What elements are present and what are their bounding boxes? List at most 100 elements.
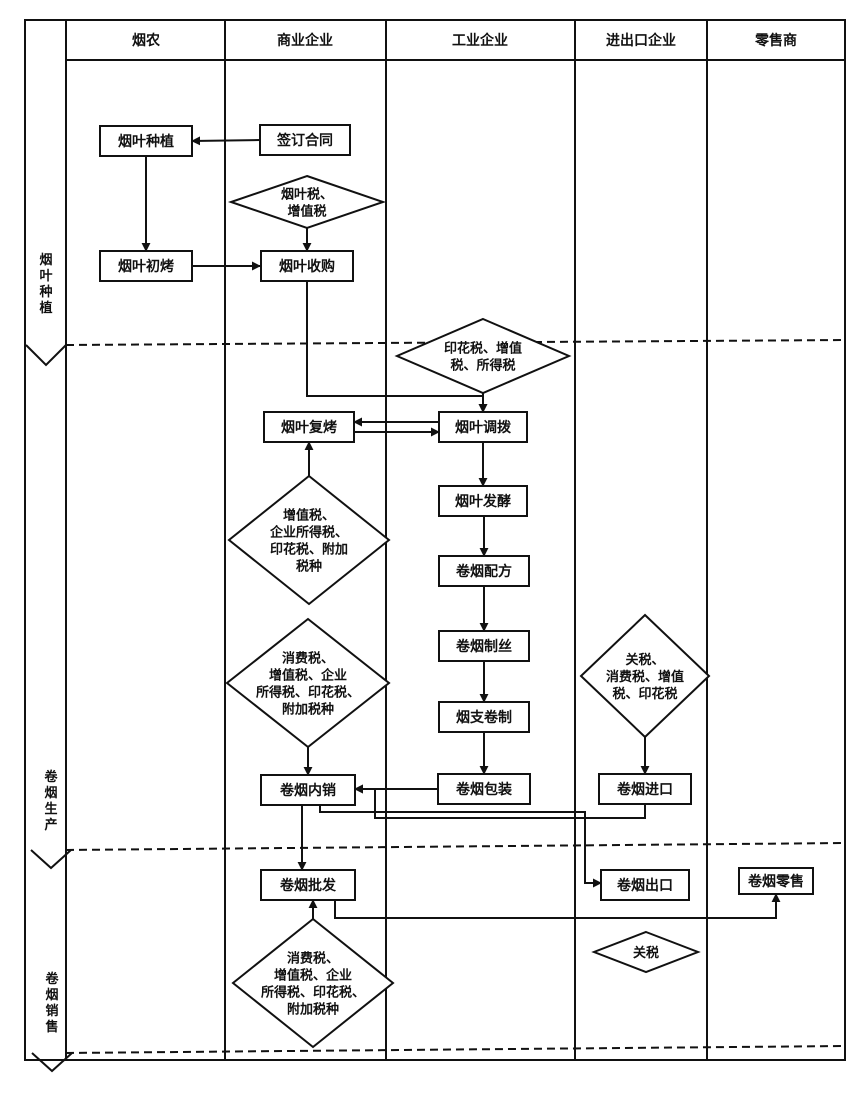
process-box-shape [438,555,530,587]
outer-frame [24,19,846,1061]
phase-chevrons [25,344,73,1073]
phase-label-char: 卷 [44,769,58,785]
edges [141,136,781,919]
decision-label-line: 企业所得税、 [269,525,348,541]
process-box-label: 卷烟制丝 [455,638,512,655]
lane-header-retail: 零售商 [754,32,797,49]
decision-label-line: 所得税、印花税、 [256,685,360,701]
process-box-label: 卷烟内销 [279,782,336,799]
decision-label-line: 附加税种 [287,1002,339,1018]
decision-diamond-shape [579,613,711,739]
decision-label-line: 增值税、 [283,508,335,524]
process-box-shape [738,867,814,895]
process-box-sign-contract: 签订合同 [259,124,351,156]
phase-label-char: 产 [44,817,57,833]
process-box-label: 烟叶种植 [118,133,174,150]
nodes: 签订合同烟叶种植烟叶税、增值税烟叶初烤烟叶收购印花税、增值税、所得税烟叶复烤烟叶… [99,124,814,1049]
tax-decision-tax-leaf-vat: 烟叶税、增值税 [227,174,387,230]
process-box-cig-rolling: 烟支卷制 [438,701,530,733]
process-box-shape [260,250,354,282]
process-box-label: 烟叶调拨 [455,419,512,436]
process-box-shape [438,701,530,733]
decision-label-line: 增值税、企业 [274,968,352,984]
process-box-label: 烟叶复烤 [281,419,337,436]
phase-label-char: 销 [45,1003,58,1019]
chevron-down-icon [31,1052,73,1073]
lane-header-commerce: 商业企业 [277,32,333,49]
decision-label-line: 关税、 [625,652,664,668]
decision-diamond-shape [394,317,572,395]
process-box-cig-import: 卷烟进口 [598,773,692,805]
process-box-domestic-sales: 卷烟内销 [260,774,356,806]
process-box-label: 卷烟出口 [616,877,673,894]
process-box-wholesale: 卷烟批发 [260,869,356,901]
process-box-label: 烟叶初烤 [118,258,174,275]
decision-diamond-shape [231,917,395,1049]
lane-header-industry: 工业企业 [452,32,508,49]
process-box-shape [598,773,692,805]
decision-label-line: 印花税、附加 [270,542,348,558]
process-box-leaf-purchase: 烟叶收购 [260,250,354,282]
phase-label-char: 烟 [44,786,57,801]
process-box-leaf-allocation: 烟叶调拨 [438,411,528,443]
process-box-cig-export: 卷烟出口 [600,869,690,901]
process-box-leaf-fermentation: 烟叶发酵 [438,485,528,517]
decision-label-line: 消费税、 [287,951,339,967]
decision-label-line: 消费税、 [282,651,334,667]
decision-label-line: 消费税、增值 [606,669,684,685]
chevron-down-icon [25,344,67,367]
process-box-shape [260,774,356,806]
phase-label-char: 种 [38,284,52,300]
process-box-label: 卷烟零售 [747,873,804,890]
phase-label-char: 售 [45,1019,58,1035]
lane-grid [24,19,846,1061]
tax-decision-tax-tariff: 关税 [591,930,701,974]
process-box-label: 烟叶发酵 [455,493,511,510]
phase-separator-sales [65,1045,846,1054]
phase-label-char: 叶 [39,269,52,284]
phase-label-char: 植 [38,300,52,316]
process-box-label: 烟叶收购 [279,258,335,275]
phase-label-char: 烟 [45,988,58,1003]
process-box-shape [600,869,690,901]
process-box-label: 卷烟包装 [455,781,513,798]
decision-diamond-shape [227,174,387,230]
tax-decision-tax-stamp-vat-income: 印花税、增值税、所得税 [394,317,572,395]
decision-label-line: 增值税、企业 [269,668,347,684]
process-box-shape [263,411,355,443]
phase-separator-production [65,842,846,851]
decision-diamond-shape [225,617,391,749]
tax-decision-tax-wholesale: 消费税、增值税、企业所得税、印花税、附加税种 [231,917,395,1049]
decision-label-line: 税、所得税 [450,358,515,374]
process-box-shape [437,773,531,805]
process-box-shape [438,411,528,443]
phase-label-char: 卷 [45,971,59,987]
process-box-shape [99,125,193,157]
process-box-shape [260,869,356,901]
decision-label-line: 附加税种 [282,702,334,718]
phase-label-char: 烟 [39,253,52,268]
tax-decision-tax-recuring: 增值税、企业所得税、印花税、附加税种 [227,474,391,606]
process-box-shape [438,485,528,517]
process-box-cig-packaging: 卷烟包装 [437,773,531,805]
edge-domestic-sales-to-cig-export [319,805,602,888]
chevron-down-icon [30,849,72,870]
phase-separators [65,339,846,1054]
phase-label-char: 生 [44,801,57,817]
lane-header-farmer: 烟农 [132,32,161,49]
process-box-shape [99,250,193,282]
decision-label-line: 烟叶税、 [281,187,333,203]
process-box-label: 卷烟配方 [455,563,512,580]
process-box-cig-formula: 卷烟配方 [438,555,530,587]
edge-cig-import-to-domestic-sales [354,784,646,819]
process-box-label: 签订合同 [276,132,333,149]
process-box-label: 烟支卷制 [456,709,512,726]
decision-label-line: 所得税、印花税、 [261,985,365,1001]
process-box-shape [438,630,530,662]
decision-label-line: 印花税、增值 [444,341,522,357]
edge-tax-tariff-to-cig-export [334,893,781,919]
